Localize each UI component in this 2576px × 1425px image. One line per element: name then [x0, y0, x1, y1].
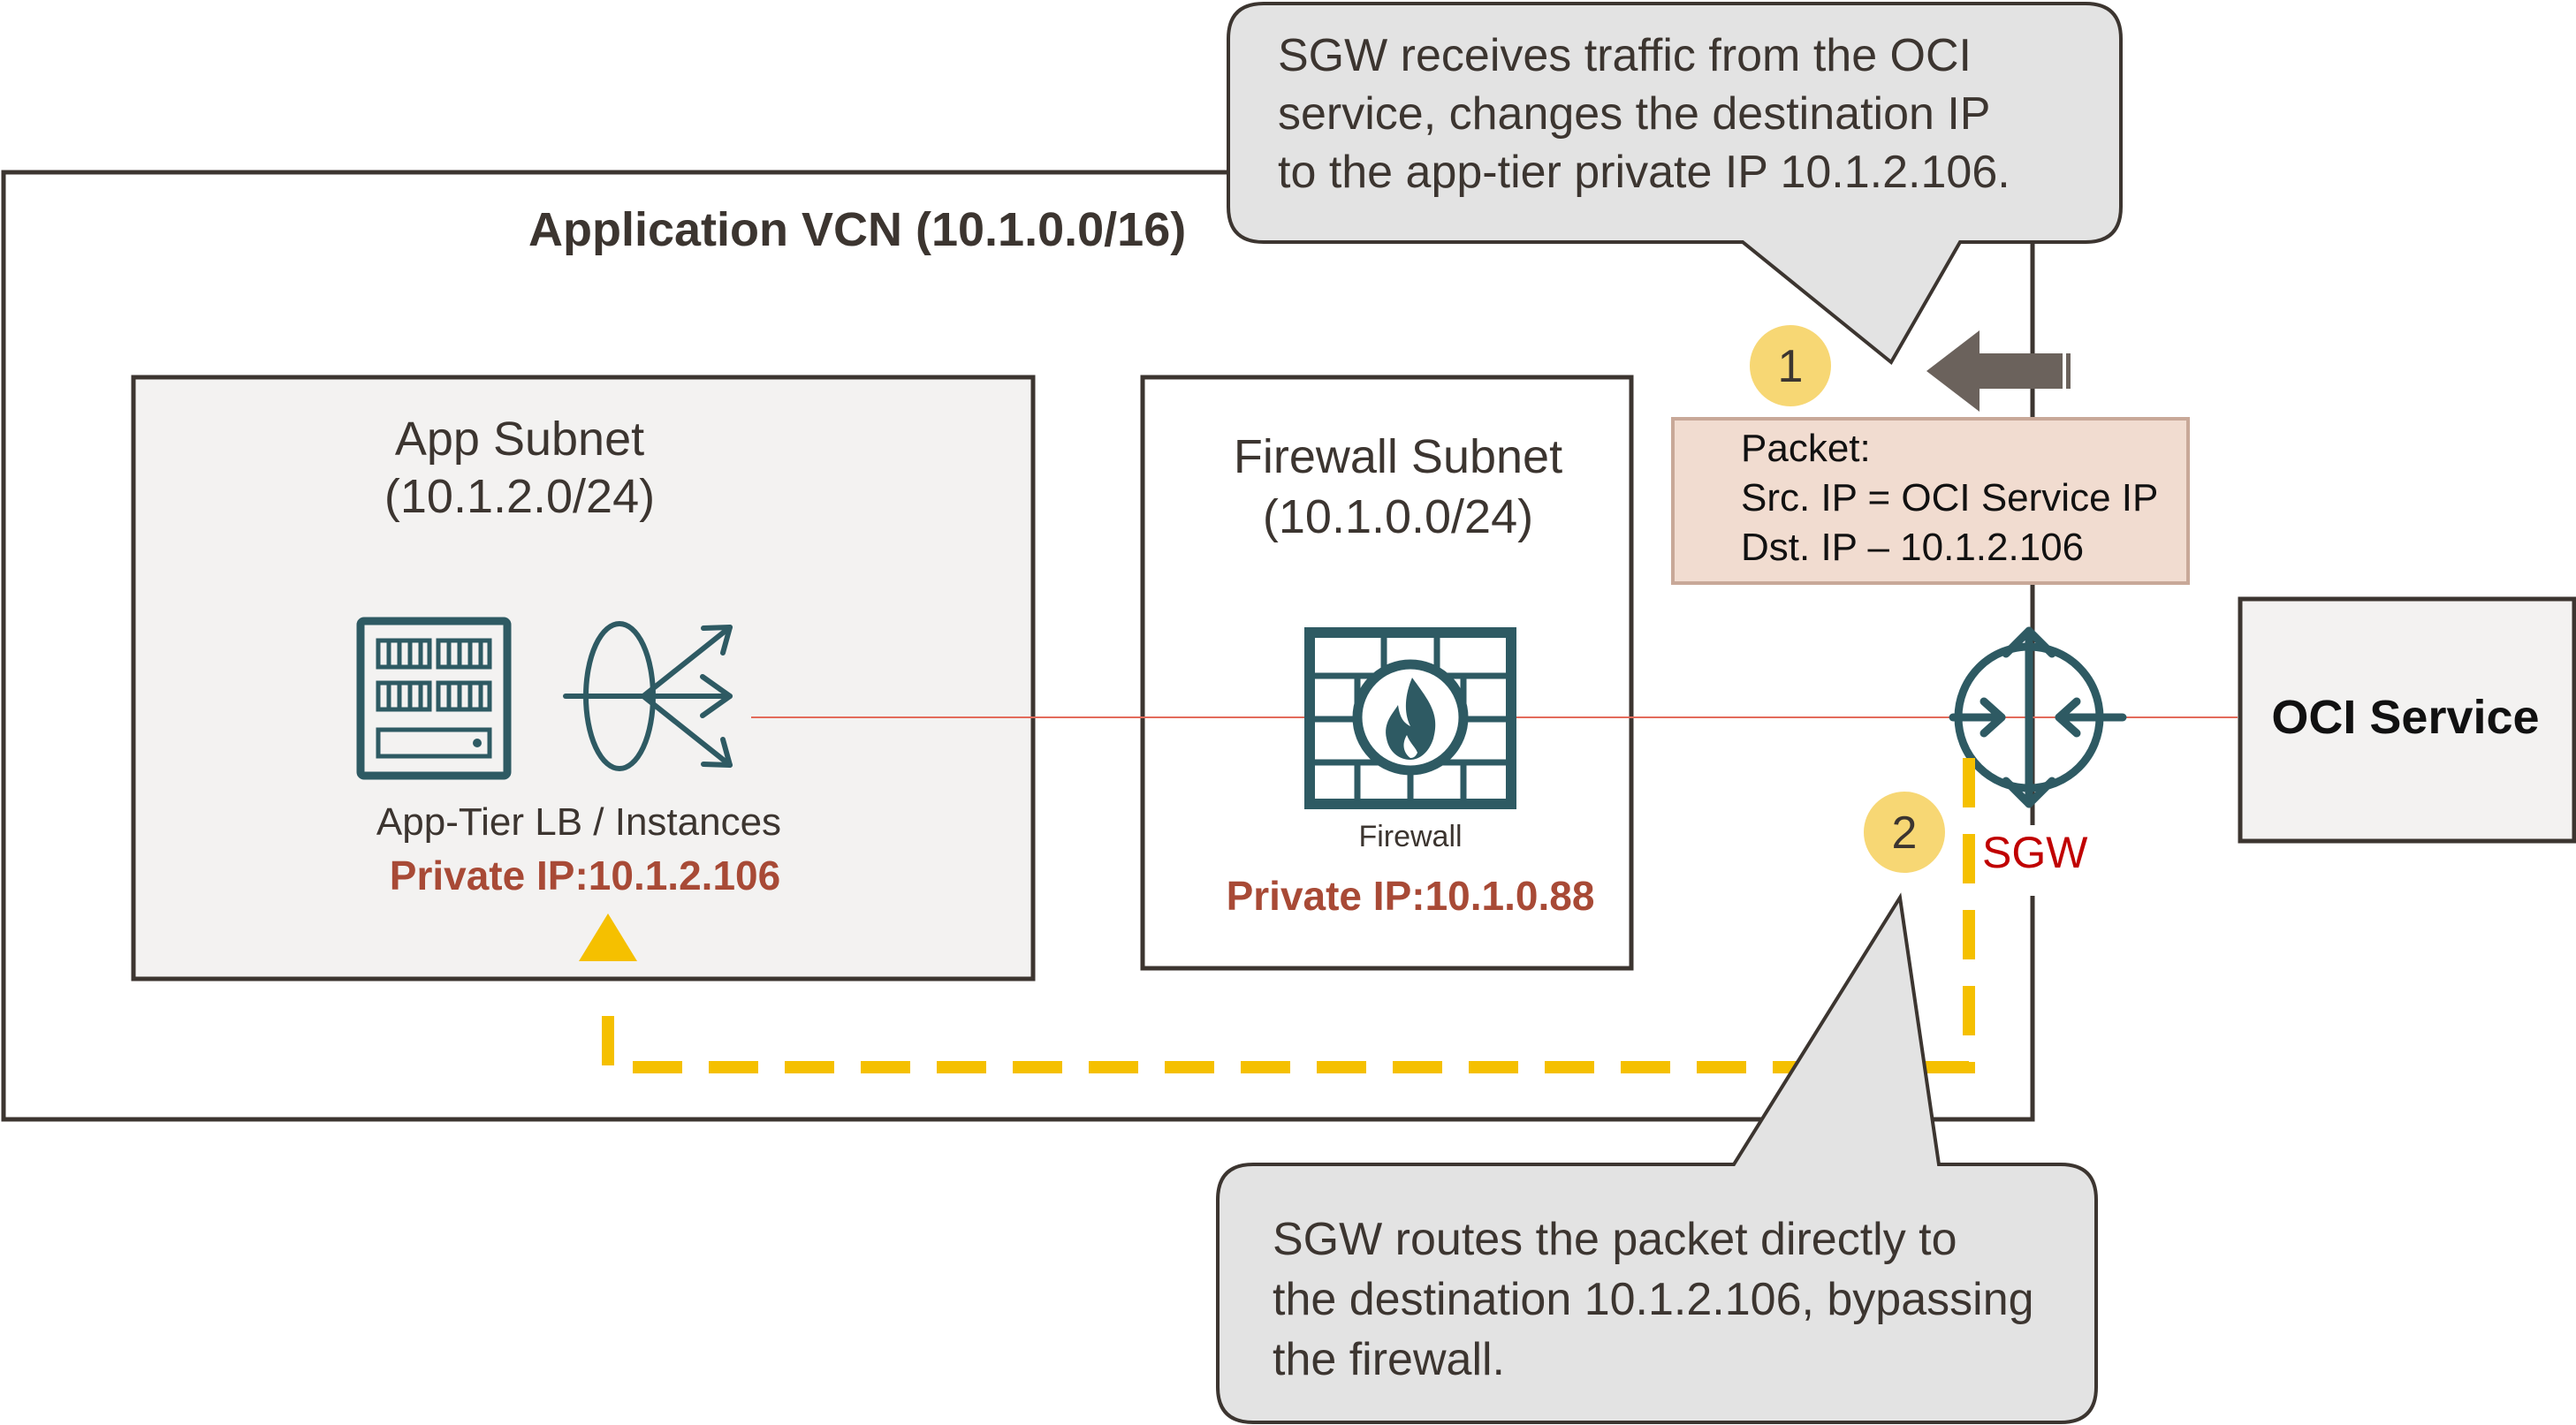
app-subnet-box	[131, 375, 1036, 982]
sgw-label: SGW	[1982, 828, 2088, 877]
load-balancer-icon	[563, 621, 733, 771]
app-subnet-cidr: (10.1.2.0/24)	[384, 470, 655, 523]
app-tier-label: App-Tier LB / Instances	[376, 800, 781, 844]
app-tier-private-ip: Private IP:10.1.2.106	[390, 853, 780, 898]
oci-service-label: OCI Service	[2271, 691, 2539, 744]
packet-line3: Dst. IP – 10.1.2.106	[1741, 526, 2084, 569]
callout-top	[1227, 2, 2123, 366]
packet-line1: Packet:	[1741, 427, 1871, 470]
packet-line2: Src. IP = OCI Service IP	[1741, 476, 2158, 519]
app-subnet-title: App Subnet	[395, 413, 644, 466]
firewall-subnet-title: Firewall Subnet	[1234, 430, 1562, 483]
step-2-number: 2	[1892, 807, 1918, 859]
callout-bottom-line3: the firewall.	[1273, 1334, 1505, 1385]
packet-box	[1671, 417, 2190, 585]
step-2-badge	[1864, 792, 1945, 873]
callout-bottom-line2: the destination 10.1.2.106, bypassing	[1273, 1274, 2034, 1325]
callout-top-line1: SGW receives traffic from the OCI	[1278, 30, 1972, 81]
flame-icon	[1386, 678, 1436, 760]
inbound-arrow-icon	[1926, 330, 2071, 412]
server-icon	[356, 617, 512, 780]
callout-top-line3: to the app-tier private IP 10.1.2.106.	[1278, 147, 2010, 198]
callout-top-line2: service, changes the destination IP	[1278, 88, 1990, 140]
firewall-private-ip: Private IP:10.1.0.88	[1227, 873, 1595, 919]
step-1-number: 1	[1778, 341, 1804, 392]
firewall-subnet-cidr: (10.1.0.0/24)	[1263, 490, 1533, 543]
step-1-badge	[1750, 325, 1831, 406]
callout-bottom	[1216, 892, 2098, 1424]
vcn-title: Application VCN (10.1.0.0/16)	[528, 203, 1186, 256]
firewall-icon	[1304, 627, 1516, 809]
return-path-dashed	[602, 758, 1975, 1073]
oci-service-box	[2238, 596, 2576, 844]
sgw-icon	[1949, 626, 2127, 808]
callout-bottom-line1: SGW routes the packet directly to	[1273, 1214, 1957, 1265]
firewall-label: Firewall	[1358, 820, 1462, 853]
return-path-arrowhead	[579, 913, 637, 961]
sgw-label-backdrop	[1953, 825, 2183, 896]
